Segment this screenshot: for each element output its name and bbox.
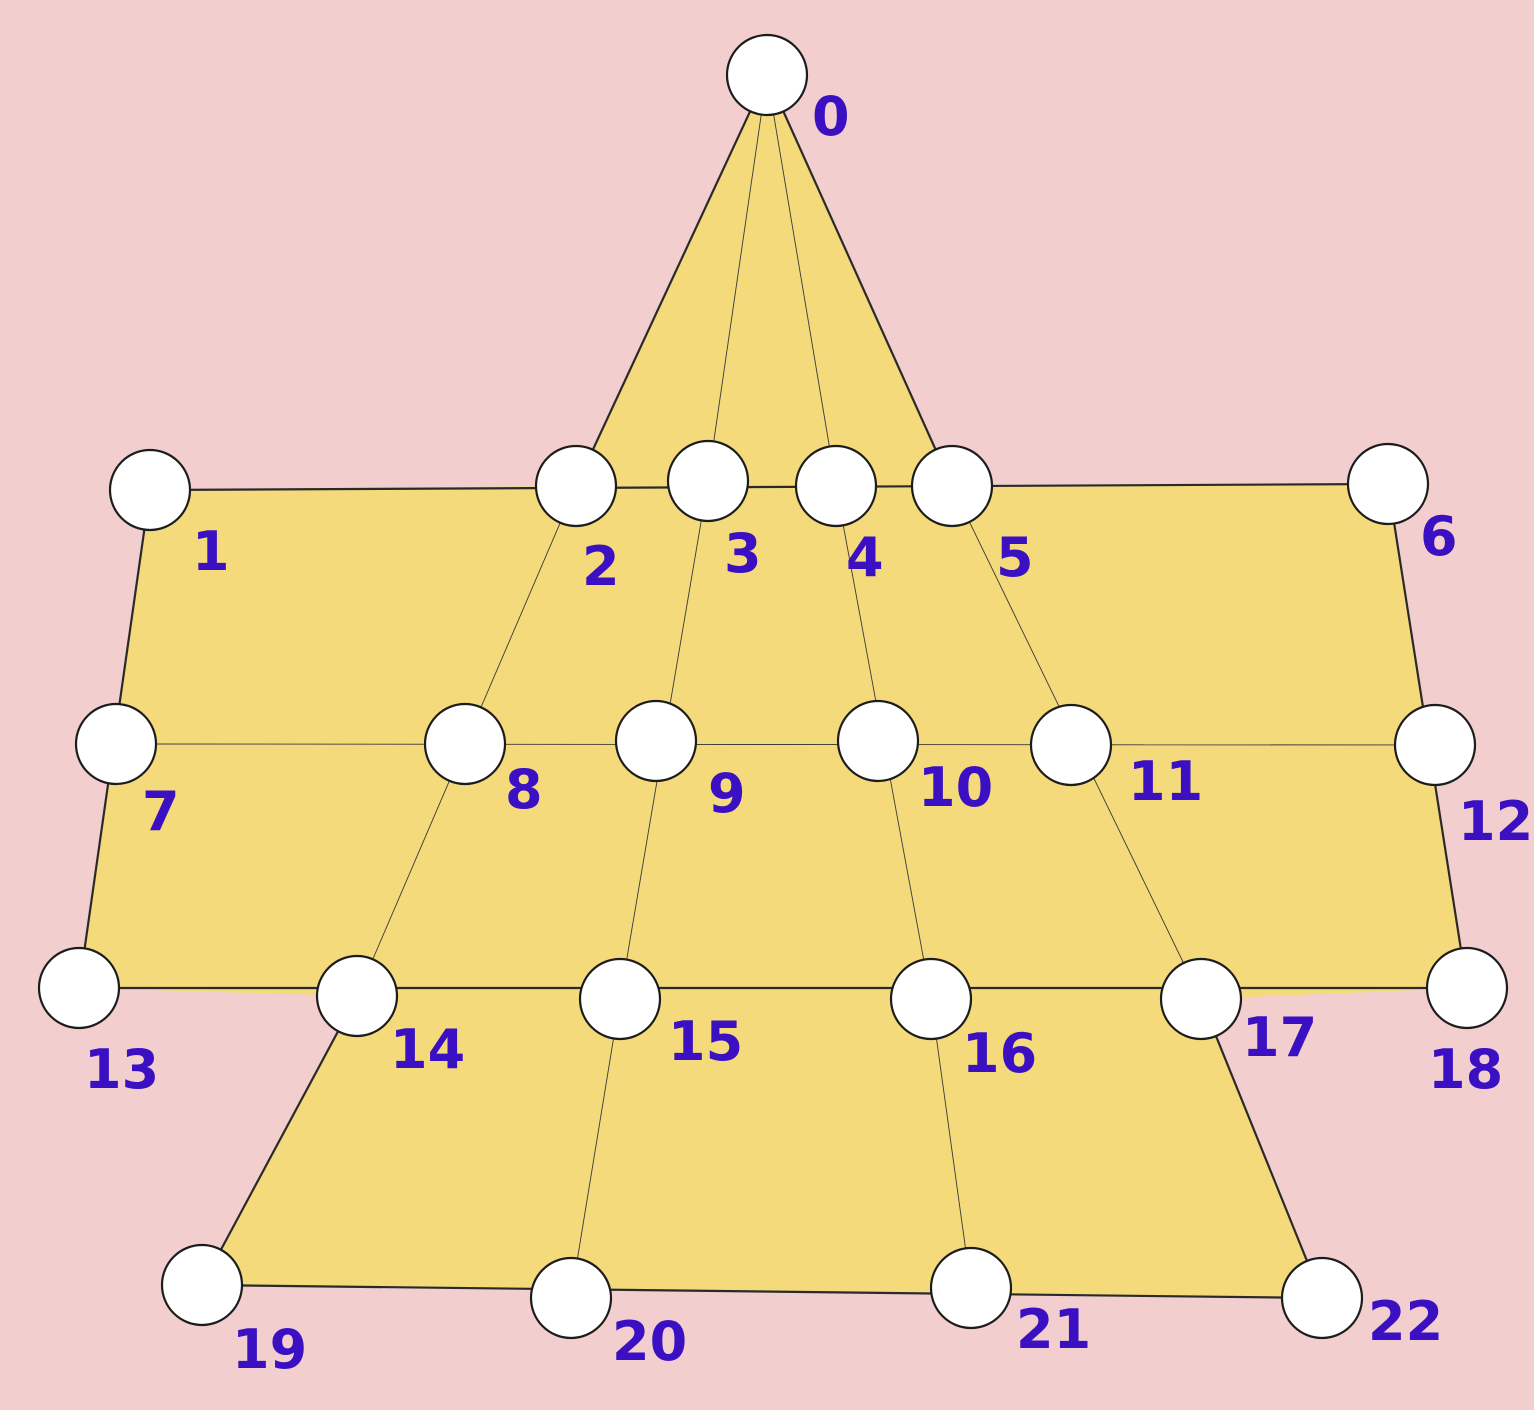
node-14[interactable] — [315, 954, 399, 1038]
node-label-0: 0 — [812, 85, 850, 148]
node-13[interactable] — [37, 946, 121, 1030]
node-0[interactable] — [725, 33, 809, 117]
node-8[interactable] — [423, 702, 507, 786]
inner-edge-15-20 — [570, 998, 621, 1299]
node-label-1: 1 — [192, 520, 230, 583]
node-4[interactable] — [794, 444, 878, 528]
node-3[interactable] — [666, 439, 750, 523]
node-label-18: 18 — [1428, 1038, 1503, 1101]
node-9[interactable] — [614, 699, 698, 783]
node-label-3: 3 — [724, 522, 762, 585]
node-22[interactable] — [1280, 1256, 1364, 1340]
node-18[interactable] — [1425, 946, 1509, 1030]
inner-edge-0-3 — [707, 74, 768, 482]
node-label-6: 6 — [1420, 505, 1458, 568]
inner-edge-7-12 — [115, 743, 1436, 746]
node-10[interactable] — [836, 699, 920, 783]
node-label-7: 7 — [142, 780, 180, 843]
node-11[interactable] — [1029, 703, 1113, 787]
inner-edge-16-21 — [930, 998, 972, 1289]
node-label-17: 17 — [1242, 1006, 1317, 1069]
node-16[interactable] — [889, 957, 973, 1041]
node-label-11: 11 — [1128, 750, 1203, 813]
outline-edge-14-19 — [201, 995, 358, 1286]
node-label-15: 15 — [668, 1010, 743, 1073]
node-20[interactable] — [529, 1256, 613, 1340]
node-5[interactable] — [910, 444, 994, 528]
node-label-4: 4 — [846, 526, 884, 589]
outline-edge-1-6 — [149, 482, 1389, 492]
node-label-8: 8 — [505, 758, 543, 821]
node-15[interactable] — [578, 957, 662, 1041]
node-label-16: 16 — [962, 1022, 1037, 1085]
node-label-12: 12 — [1458, 790, 1533, 853]
outline-edge-0-2 — [575, 74, 768, 487]
node-label-10: 10 — [918, 756, 993, 819]
faces-layer — [79, 75, 1467, 1298]
node-label-20: 20 — [612, 1310, 687, 1373]
shape-face — [79, 75, 1467, 1298]
node-19[interactable] — [160, 1243, 244, 1327]
node-6[interactable] — [1346, 442, 1430, 526]
node-label-19: 19 — [232, 1318, 307, 1381]
node-2[interactable] — [534, 444, 618, 528]
node-21[interactable] — [929, 1246, 1013, 1330]
inner-edge-0-4 — [766, 74, 837, 487]
node-label-21: 21 — [1016, 1298, 1091, 1361]
nodes-layer — [37, 33, 1509, 1340]
node-1[interactable] — [108, 448, 192, 532]
outline-edge-19-22 — [201, 1283, 1323, 1300]
node-label-9: 9 — [708, 762, 746, 825]
node-7[interactable] — [74, 702, 158, 786]
node-17[interactable] — [1159, 957, 1243, 1041]
outline-edge-17-22 — [1199, 998, 1324, 1299]
node-12[interactable] — [1393, 703, 1477, 787]
node-label-2: 2 — [582, 535, 620, 598]
node-label-13: 13 — [84, 1038, 159, 1101]
outline-edge-0-5 — [765, 74, 954, 487]
node-label-5: 5 — [996, 526, 1034, 589]
node-label-14: 14 — [390, 1018, 465, 1081]
node-label-22: 22 — [1368, 1290, 1443, 1353]
